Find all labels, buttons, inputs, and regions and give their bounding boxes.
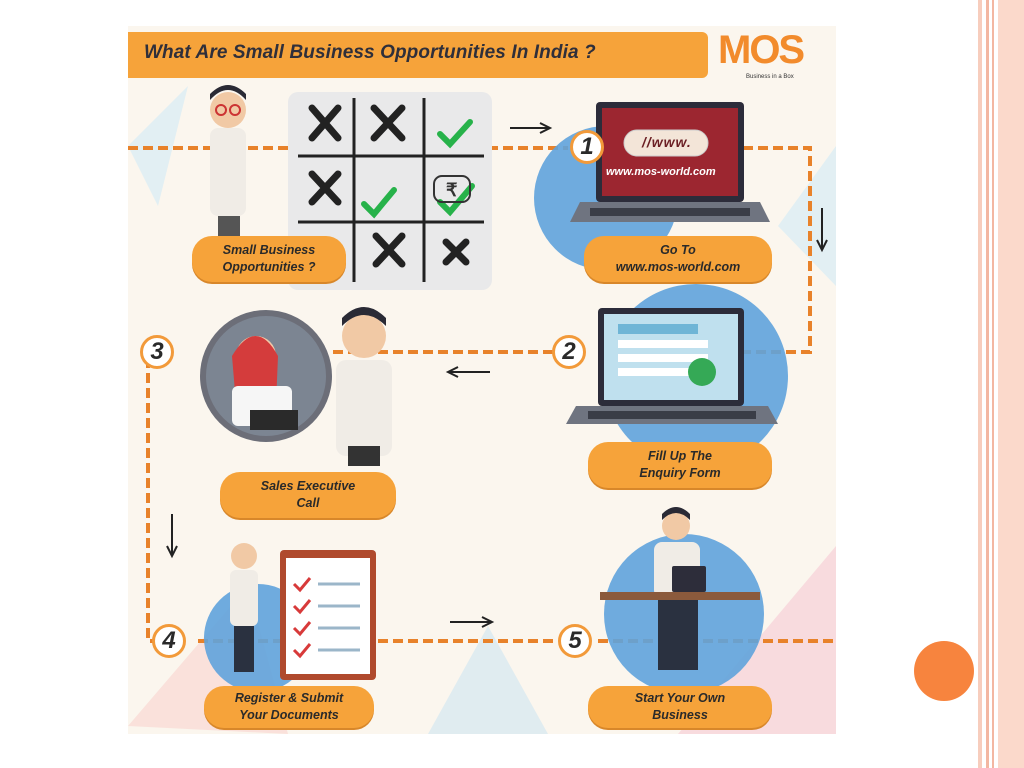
- right-border-stripes: [978, 0, 1024, 768]
- logo-tagline: Business in a Box: [746, 74, 794, 80]
- step-4-line2: Your Documents: [239, 708, 339, 722]
- step-2-line1: Fill Up The: [648, 449, 712, 463]
- orange-dot: [914, 641, 974, 701]
- logo-text: MOS: [718, 28, 805, 72]
- infographic: ₹: [128, 26, 836, 734]
- svg-text:₹: ₹: [446, 180, 458, 200]
- mos-logo: MOS Business in a Box: [718, 28, 830, 88]
- step-5-line1: Start Your Own: [634, 691, 726, 705]
- step-2-number: 2: [552, 335, 586, 369]
- start-label-line1: Small Business: [222, 243, 316, 257]
- confused-person: [210, 85, 246, 246]
- step-1-label: Go To www.mos-world.com: [584, 236, 772, 282]
- step-4-number: 4: [152, 624, 186, 658]
- step-3-line2: Call: [296, 496, 320, 510]
- screen-url: www.mos-world.com: [606, 166, 716, 178]
- start-business-illustration: [600, 507, 764, 694]
- step-5-line2: Business: [652, 708, 708, 722]
- screen-www: //www.: [642, 134, 692, 150]
- step-3-number: 3: [140, 335, 174, 369]
- laptop-website-illustration: [534, 102, 770, 270]
- register-documents-illustration: [204, 543, 376, 692]
- step-1-number: 1: [570, 130, 604, 164]
- step-3-line1: Sales Executive: [260, 479, 356, 493]
- page-title: What Are Small Business Opportunities In…: [144, 42, 596, 63]
- laptop-form-illustration: [566, 284, 788, 468]
- sales-call-illustration: [200, 307, 392, 466]
- step-1-line1: Go To: [660, 243, 696, 257]
- step-1-line2: www.mos-world.com: [615, 260, 741, 274]
- step-5-number: 5: [558, 624, 592, 658]
- step-2-line2: Enquiry Form: [639, 466, 721, 480]
- title-banner: [128, 32, 708, 78]
- start-label-line2: Opportunities ?: [222, 260, 316, 274]
- infographic-art: ₹: [128, 85, 836, 734]
- step-4-line1: Register & Submit: [234, 691, 344, 705]
